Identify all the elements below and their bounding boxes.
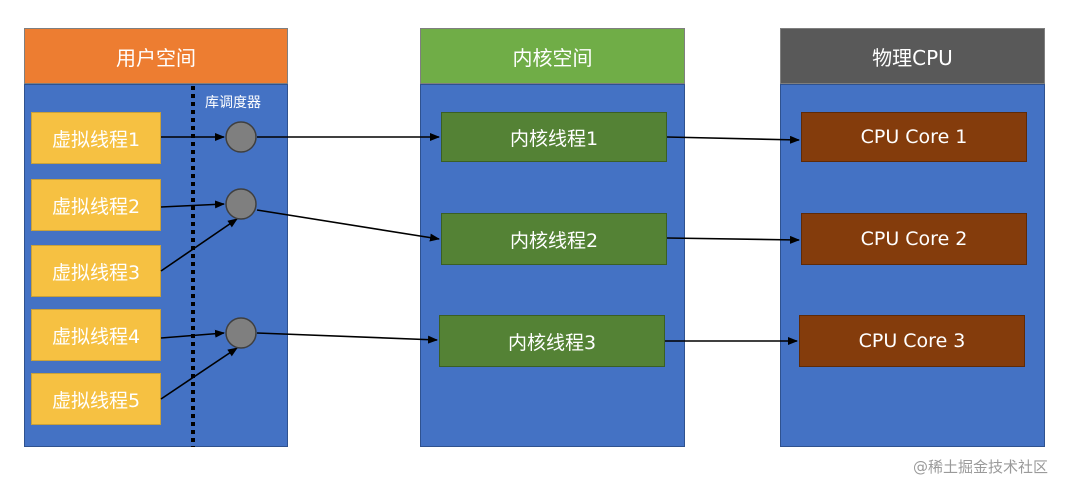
scheduler-node-2 [225, 188, 257, 220]
watermark-text: @稀土掘金技术社区 [913, 458, 1049, 476]
cpu-core-label: CPU Core 2 [860, 228, 968, 250]
cpu-core-3: CPU Core 3 [799, 315, 1025, 367]
scheduler-label: 库调度器 [205, 92, 261, 112]
kernel-thread-3: 内核线程3 [439, 315, 665, 367]
scheduler-label-text: 库调度器 [205, 95, 261, 111]
virtual-thread-label: 虚拟线程4 [51, 325, 141, 348]
kernel-thread-label: 内核线程3 [507, 331, 597, 354]
virtual-thread-3: 虚拟线程3 [31, 245, 161, 297]
physical-cpu-title: 物理CPU [872, 45, 953, 70]
cpu-core-label: CPU Core 1 [860, 126, 968, 148]
watermark: @稀土掘金技术社区 [913, 456, 1048, 477]
kernel-space-header: 内核空间 [420, 28, 685, 84]
kernel-thread-1: 内核线程1 [441, 112, 667, 162]
virtual-thread-label: 虚拟线程1 [51, 128, 141, 151]
arrow-kt1-core1 [666, 135, 800, 144]
scheduler-node-1 [225, 121, 257, 153]
arrow-vt5-sched3 [160, 347, 238, 400]
virtual-thread-label: 虚拟线程5 [51, 389, 141, 412]
user-space-header: 用户空间 [24, 28, 288, 84]
virtual-thread-label: 虚拟线程3 [51, 261, 141, 284]
cpu-core-2: CPU Core 2 [801, 213, 1027, 265]
arrow-vt4-sched3 [160, 329, 225, 339]
cpu-core-1: CPU Core 1 [801, 112, 1027, 162]
kernel-thread-label: 内核线程2 [509, 229, 599, 252]
arrow-vt2-sched2 [160, 200, 225, 209]
cpu-core-label: CPU Core 3 [858, 330, 966, 352]
virtual-thread-label: 虚拟线程2 [51, 195, 141, 218]
user-space-title: 用户空间 [116, 45, 196, 70]
arrow-kt2-core2 [666, 235, 800, 244]
kernel-thread-label: 内核线程1 [509, 127, 599, 150]
virtual-thread-4: 虚拟线程4 [31, 309, 161, 361]
arrow-sched3-kt3 [256, 332, 438, 344]
scheduler-node-3 [225, 317, 257, 349]
physical-cpu-header: 物理CPU [780, 28, 1045, 84]
kernel-thread-2: 内核线程2 [441, 213, 667, 265]
virtual-thread-1: 虚拟线程1 [31, 112, 161, 164]
arrow-vt3-sched2 [160, 218, 238, 272]
virtual-thread-5: 虚拟线程5 [31, 373, 161, 425]
kernel-space-title: 内核空间 [512, 45, 593, 70]
arrow-sched2-kt2 [256, 209, 440, 242]
virtual-thread-2: 虚拟线程2 [31, 179, 161, 231]
